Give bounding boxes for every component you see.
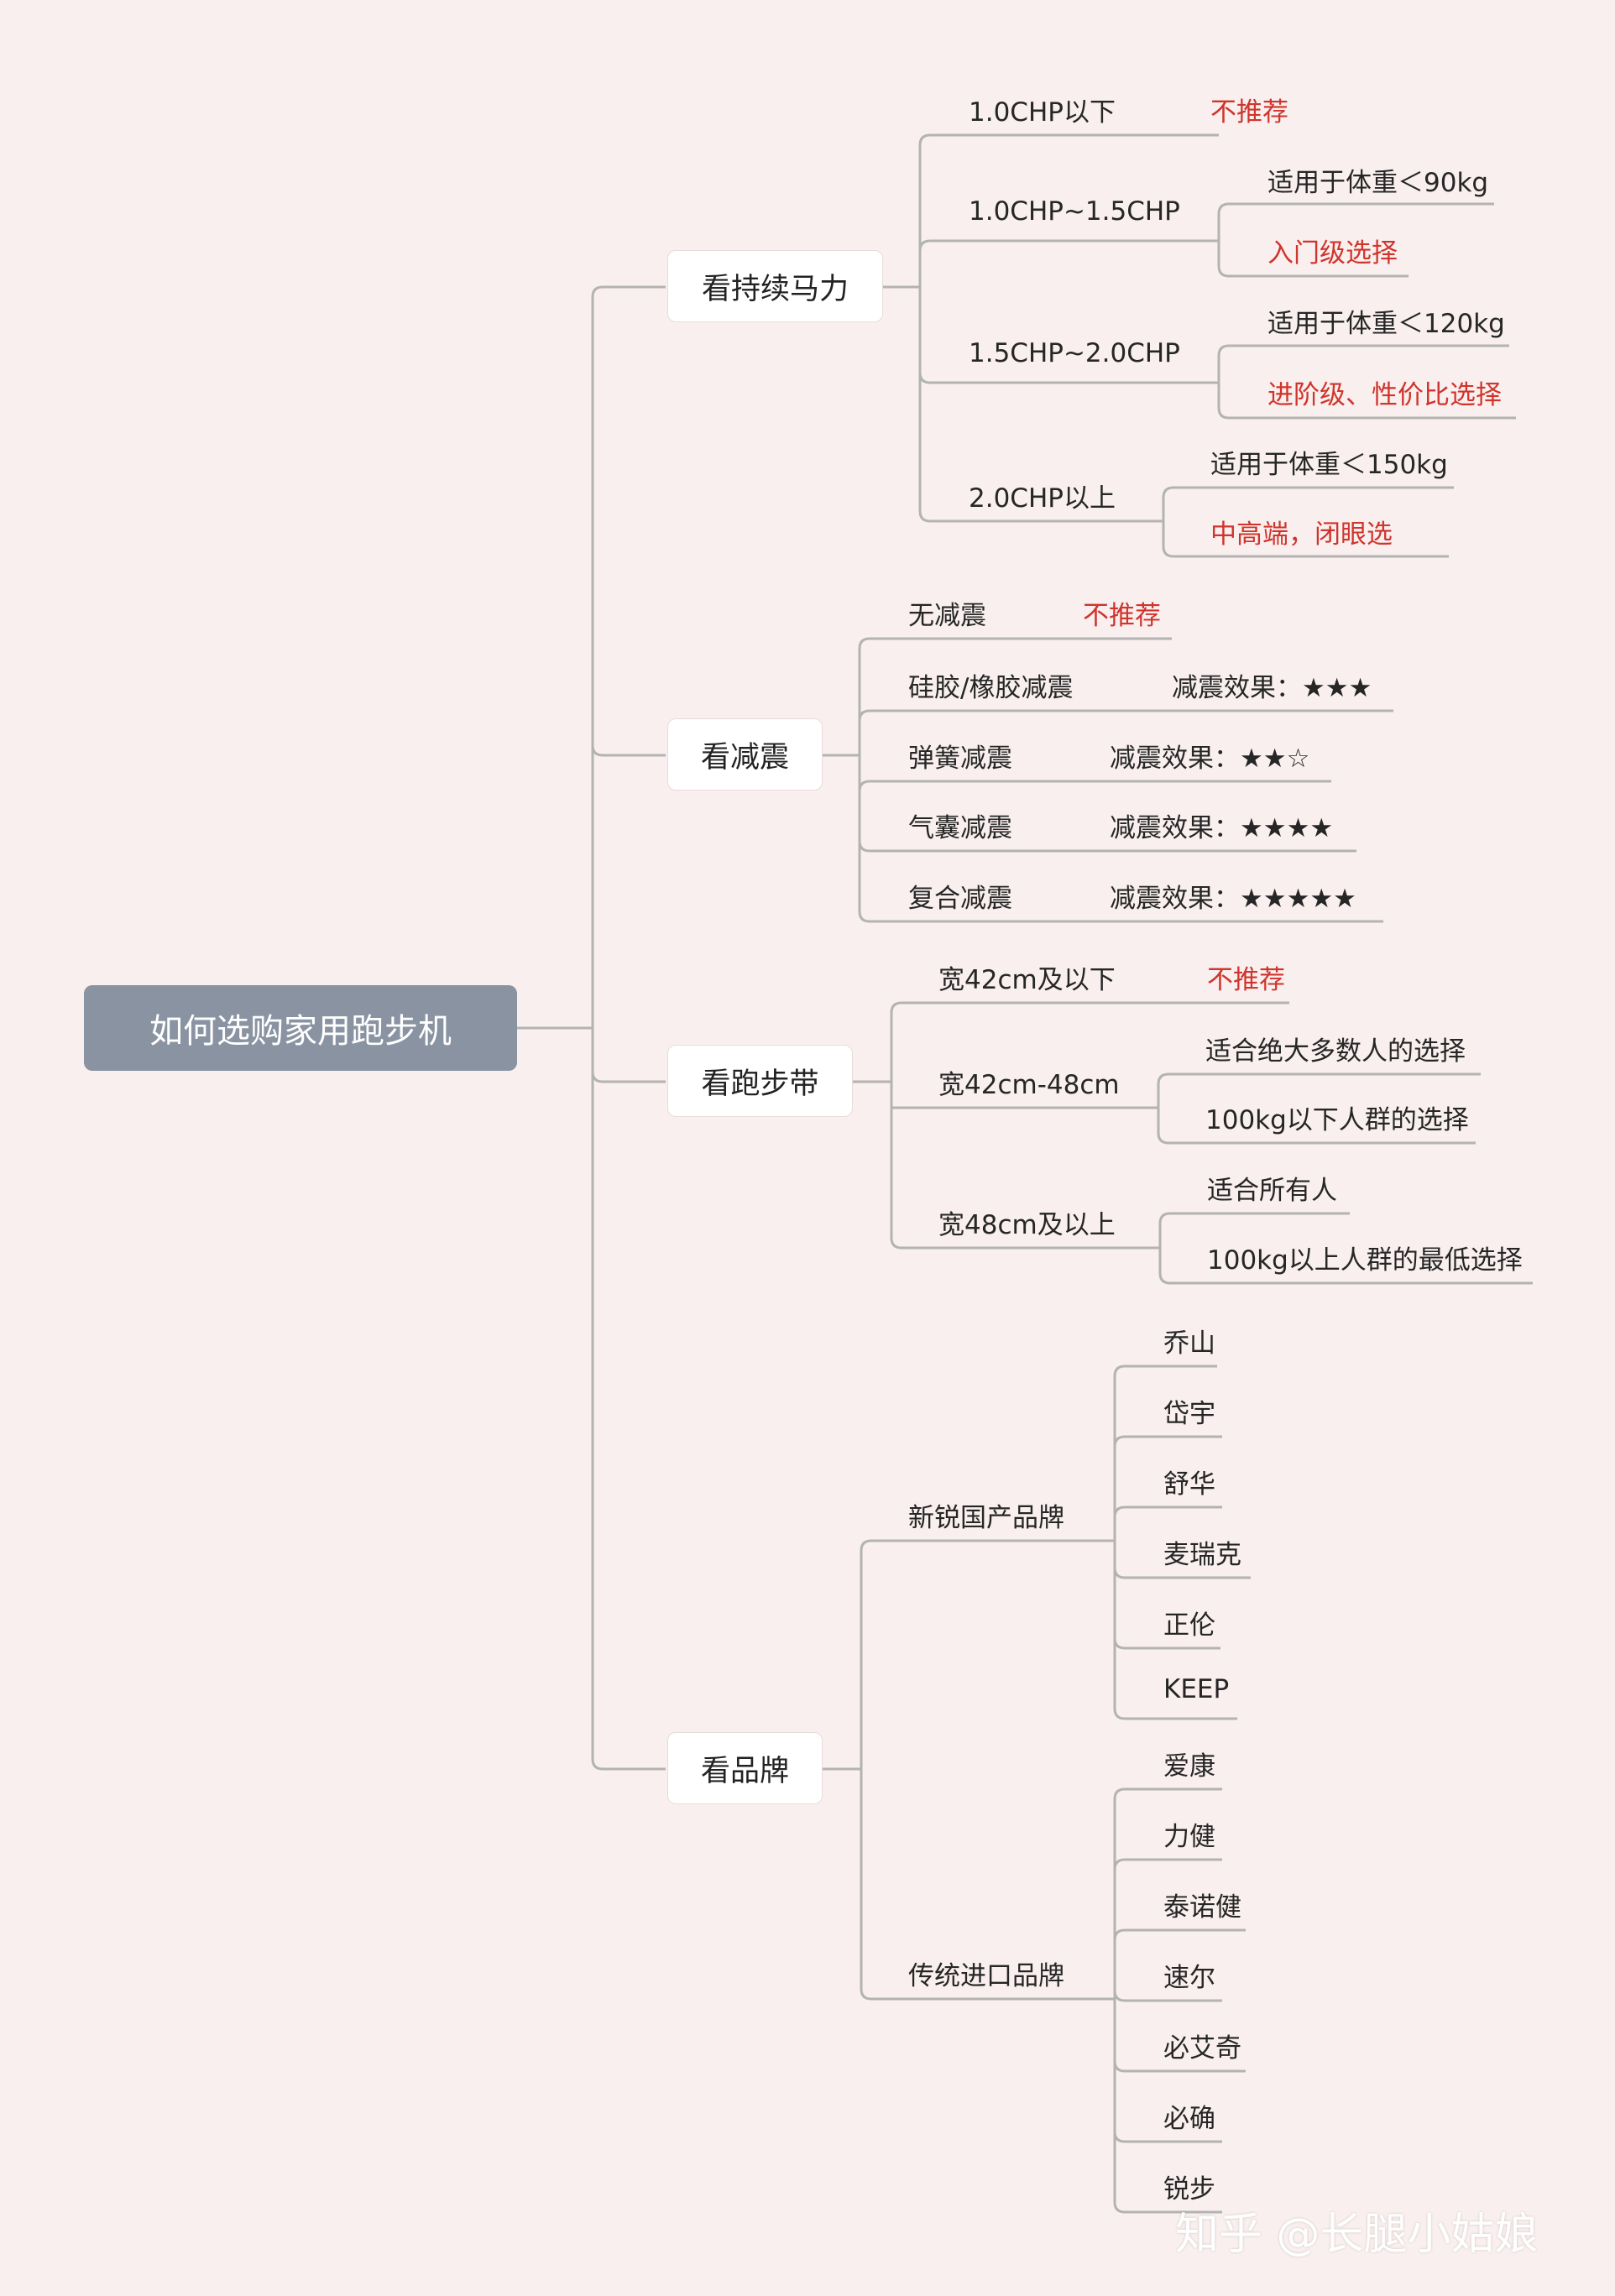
belt-item-note[interactable]: 不推荐 — [1207, 965, 1285, 995]
hp-item-detail[interactable]: 适用于体重＜90kg — [1267, 168, 1489, 198]
topic-horsepower[interactable]: 看持续马力 — [667, 250, 883, 322]
shock-item-rating[interactable]: 减震效果：★★★★ — [1110, 813, 1334, 843]
brand-item[interactable]: 锐步 — [1163, 2174, 1215, 2205]
brand-item[interactable]: 速尔 — [1163, 1963, 1215, 1993]
brand-group-imported[interactable]: 传统进口品牌 — [908, 1961, 1064, 1991]
brand-item[interactable]: 爱康 — [1163, 1751, 1215, 1782]
hp-item-detail[interactable]: 入门级选择 — [1267, 238, 1398, 269]
brand-item[interactable]: 麦瑞克 — [1163, 1540, 1241, 1570]
brand-item[interactable]: 必艾奇 — [1163, 2033, 1241, 2064]
belt-item-label[interactable]: 宽48cm及以上 — [938, 1210, 1116, 1240]
shock-item-label[interactable]: 硅胶/橡胶减震 — [908, 673, 1074, 703]
shock-item-label[interactable]: 复合减震 — [908, 884, 1012, 914]
belt-item-label[interactable]: 宽42cm及以下 — [938, 965, 1116, 995]
hp-item-label[interactable]: 1.0CHP~1.5CHP — [969, 196, 1180, 227]
hp-item-detail[interactable]: 中高端，闭眼选 — [1210, 519, 1393, 550]
hp-item-label[interactable]: 2.0CHP以上 — [969, 483, 1116, 514]
belt-item-label[interactable]: 宽42cm-48cm — [938, 1070, 1120, 1100]
shock-item-rating[interactable]: 减震效果：★★★★★ — [1110, 884, 1356, 914]
hp-item-detail[interactable]: 适用于体重＜150kg — [1210, 450, 1448, 480]
brand-item[interactable]: 必确 — [1163, 2104, 1215, 2134]
topic-brand[interactable]: 看品牌 — [667, 1732, 823, 1804]
belt-item-detail[interactable]: 适合所有人 — [1207, 1176, 1337, 1206]
hp-item-label[interactable]: 1.0CHP以下 — [969, 97, 1116, 128]
shock-item-label[interactable]: 弹簧减震 — [908, 744, 1012, 774]
brand-item[interactable]: 正伦 — [1163, 1610, 1215, 1641]
belt-item-detail[interactable]: 100kg以上人群的最低选择 — [1207, 1245, 1523, 1276]
topic-shock[interactable]: 看减震 — [667, 718, 823, 791]
brand-item[interactable]: 舒华 — [1163, 1469, 1215, 1500]
shock-item-label[interactable]: 无减震 — [908, 601, 986, 631]
brand-item[interactable]: 力健 — [1163, 1822, 1215, 1852]
topic-belt[interactable]: 看跑步带 — [667, 1045, 853, 1117]
shock-item-rating[interactable]: 减震效果：★★☆ — [1110, 744, 1310, 774]
shock-item-note[interactable]: 不推荐 — [1083, 601, 1161, 631]
shock-item-rating[interactable]: 减震效果：★★★ — [1172, 673, 1372, 703]
belt-item-detail[interactable]: 适合绝大多数人的选择 — [1205, 1036, 1466, 1067]
root-topic[interactable]: 如何选购家用跑步机 — [84, 985, 517, 1071]
brand-item[interactable]: 乔山 — [1163, 1328, 1215, 1359]
brand-item[interactable]: KEEP — [1163, 1674, 1230, 1704]
brand-item[interactable]: 岱宇 — [1163, 1399, 1215, 1429]
hp-item-note[interactable]: 不推荐 — [1210, 97, 1288, 128]
brand-item[interactable]: 泰诺健 — [1163, 1892, 1241, 1923]
brand-group-domestic[interactable]: 新锐国产品牌 — [908, 1503, 1064, 1533]
shock-item-label[interactable]: 气囊减震 — [908, 813, 1012, 843]
hp-item-detail[interactable]: 进阶级、性价比选择 — [1267, 380, 1502, 410]
watermark: 知乎 @长腿小姑娘 — [1175, 2210, 1539, 2260]
hp-item-label[interactable]: 1.5CHP~2.0CHP — [969, 338, 1180, 368]
hp-item-detail[interactable]: 适用于体重＜120kg — [1267, 309, 1505, 339]
belt-item-detail[interactable]: 100kg以下人群的选择 — [1205, 1105, 1469, 1135]
